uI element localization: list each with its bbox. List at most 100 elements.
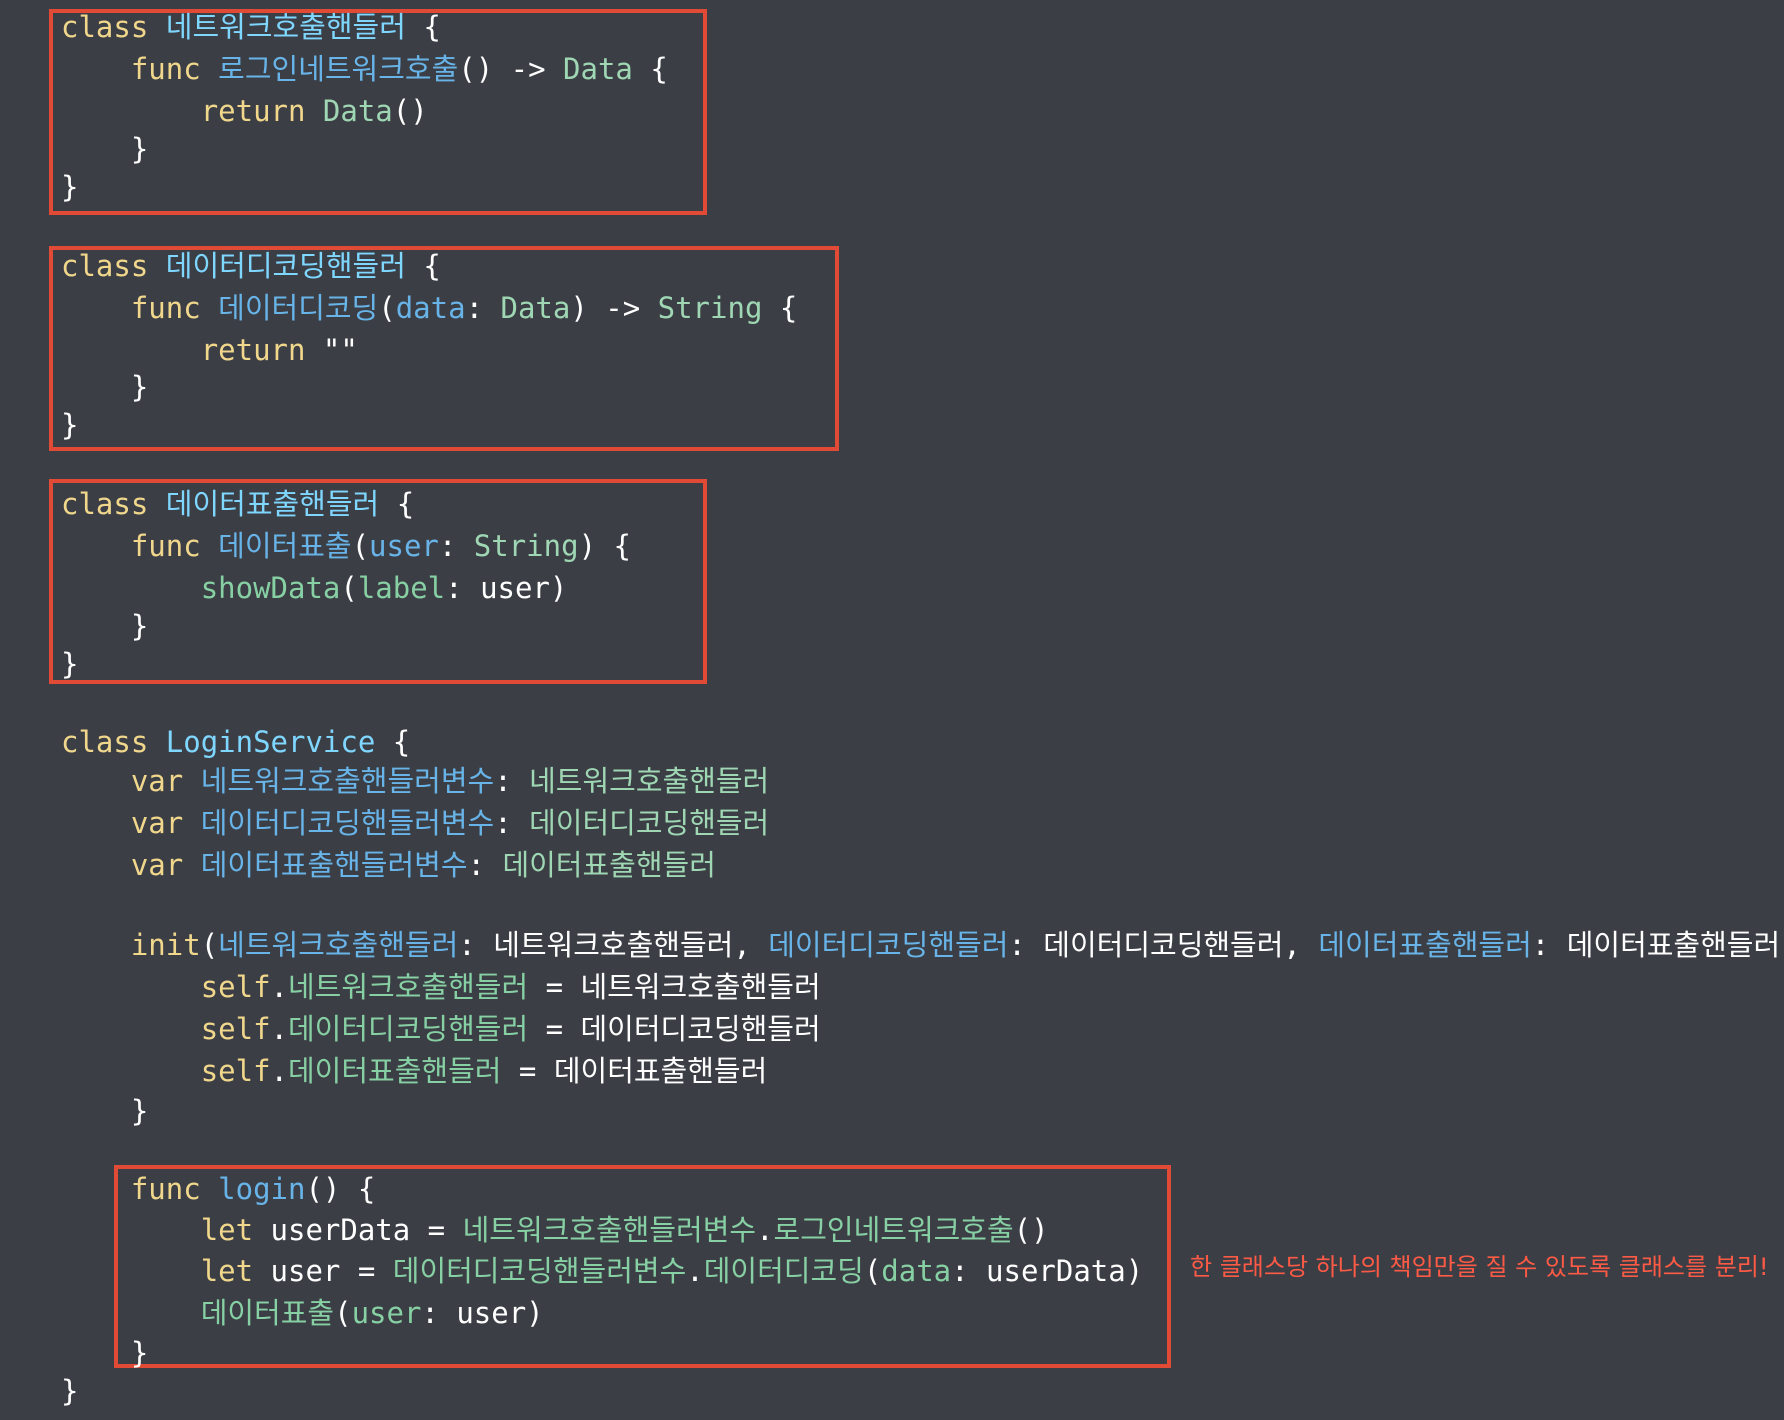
code-token bbox=[148, 487, 165, 521]
code-token bbox=[201, 291, 218, 325]
code-token: 데이터디코딩핸들러 bbox=[768, 928, 1009, 962]
code-token: ( bbox=[863, 1254, 882, 1288]
code-token bbox=[61, 1213, 201, 1247]
code-token: 네트워크호출핸들러 bbox=[288, 970, 529, 1004]
code-token bbox=[61, 764, 131, 798]
code-token: 데이터디코딩핸들러 bbox=[165, 249, 406, 283]
code-token: self bbox=[200, 970, 271, 1004]
code-token bbox=[61, 52, 131, 86]
code-token: user = bbox=[253, 1254, 393, 1288]
code-token bbox=[61, 1254, 201, 1288]
code-line: var 네트워크호출핸들러변수: 네트워크호출핸들러 bbox=[61, 764, 769, 798]
code-token: } bbox=[61, 647, 79, 681]
code-token: 네트워크호출핸들러변수 bbox=[200, 764, 495, 798]
code-token: : bbox=[438, 529, 474, 563]
code-token: : user) bbox=[445, 571, 568, 605]
code-token: 데이터표출핸들러 bbox=[165, 487, 380, 521]
code-line: } bbox=[61, 132, 148, 166]
code-token bbox=[61, 529, 131, 563]
code-token: } bbox=[61, 609, 149, 643]
code-line: return Data() bbox=[61, 94, 428, 128]
code-token bbox=[305, 94, 322, 128]
code-token: } bbox=[61, 1336, 149, 1370]
code-token: 네트워크호출핸들러 bbox=[218, 928, 459, 962]
code-token: login bbox=[218, 1172, 306, 1206]
code-line: let userData = 네트워크호출핸들러변수.로그인네트워크호출() bbox=[61, 1213, 1049, 1247]
code-token: 로그인네트워크호출 bbox=[218, 52, 459, 86]
code-token: func bbox=[130, 529, 201, 563]
code-token: { bbox=[405, 10, 441, 44]
code-token: ) -> bbox=[570, 291, 658, 325]
code-token: } bbox=[61, 1094, 149, 1128]
code-token: Data bbox=[500, 291, 571, 325]
code-token: 데이터표출핸들러 bbox=[1318, 928, 1532, 962]
code-line: } bbox=[61, 647, 78, 681]
code-token: Data bbox=[322, 94, 393, 128]
code-token: func bbox=[130, 1172, 201, 1206]
code-token: = 네트워크호출핸들러 bbox=[528, 970, 821, 1004]
code-token bbox=[183, 764, 200, 798]
code-line: } bbox=[61, 609, 148, 643]
code-token bbox=[148, 249, 165, 283]
code-token: { bbox=[405, 249, 441, 283]
code-token: 데이터표출핸들러 bbox=[502, 848, 716, 882]
code-token: () bbox=[392, 94, 428, 128]
code-token: 데이터표출 bbox=[200, 1296, 335, 1330]
code-token: ( bbox=[334, 1296, 352, 1330]
code-line: showData(label: user) bbox=[61, 571, 568, 605]
code-line: } bbox=[61, 370, 148, 404]
code-token: showData bbox=[200, 571, 341, 605]
code-line: } bbox=[61, 1094, 148, 1128]
code-token: ( bbox=[351, 529, 370, 563]
code-token: 데이터표출핸들러변수 bbox=[200, 848, 468, 882]
code-line: func 로그인네트워크호출() -> Data { bbox=[61, 52, 668, 86]
code-token bbox=[148, 10, 165, 44]
code-token: class bbox=[61, 10, 149, 44]
code-token: class bbox=[61, 487, 149, 521]
code-token: 데이터표출핸들러 bbox=[288, 1054, 502, 1088]
code-token bbox=[148, 725, 165, 759]
code-token: userData = bbox=[253, 1213, 463, 1247]
code-token: "" bbox=[322, 333, 358, 367]
code-line: init(네트워크호출핸들러: 네트워크호출핸들러, 데이터디코딩핸들러: 데이… bbox=[61, 928, 1784, 962]
code-token: Data bbox=[563, 52, 633, 86]
code-token: 데이터디코딩핸들러 bbox=[529, 806, 770, 840]
code-token: } bbox=[61, 132, 149, 166]
code-token bbox=[61, 291, 131, 325]
code-token: label bbox=[357, 571, 446, 605]
code-token: . bbox=[686, 1254, 704, 1288]
code-token: class bbox=[61, 249, 149, 283]
code-token: { bbox=[379, 487, 415, 521]
code-token: String bbox=[657, 291, 763, 325]
code-token: : bbox=[494, 806, 530, 840]
code-token: 데이터표출 bbox=[218, 529, 352, 563]
code-token: () -> bbox=[458, 52, 564, 86]
code-token: . bbox=[270, 1012, 288, 1046]
code-token: var bbox=[130, 806, 184, 840]
code-token bbox=[61, 1172, 131, 1206]
code-token: 로그인네트워크호출 bbox=[773, 1213, 1014, 1247]
code-line: let user = 데이터디코딩핸들러변수.데이터디코딩(data: user… bbox=[61, 1254, 1144, 1288]
login-method-highlight bbox=[114, 1165, 1171, 1368]
code-token: 데이터디코딩 bbox=[218, 291, 379, 325]
code-token: : bbox=[467, 848, 503, 882]
code-token: String bbox=[473, 529, 579, 563]
code-token: 네트워크호출핸들러변수 bbox=[462, 1213, 757, 1247]
code-token: . bbox=[270, 970, 288, 1004]
code-token: : 네트워크호출핸들러, bbox=[458, 928, 769, 962]
code-token: class bbox=[61, 725, 149, 759]
code-token: 데이터디코딩핸들러변수 bbox=[392, 1254, 687, 1288]
code-token: = 데이터표출핸들러 bbox=[501, 1054, 768, 1088]
code-line: } bbox=[61, 1336, 148, 1370]
code-token: init bbox=[130, 928, 201, 962]
code-token: : bbox=[465, 291, 501, 325]
code-token bbox=[183, 848, 200, 882]
code-token: ( bbox=[378, 291, 396, 325]
code-token: } bbox=[61, 408, 79, 442]
code-token bbox=[201, 1172, 218, 1206]
code-token: func bbox=[130, 52, 201, 86]
code-token: : bbox=[494, 764, 530, 798]
code-token bbox=[61, 806, 131, 840]
code-token: : 데이터디코딩핸들러, bbox=[1008, 928, 1319, 962]
